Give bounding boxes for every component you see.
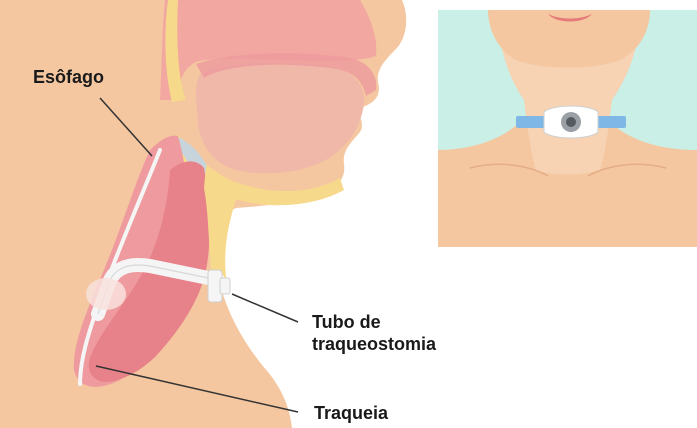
tubo-leader-line — [232, 294, 298, 322]
inset-tube-opening-inner — [566, 117, 576, 127]
esofago-label: Esôfago — [33, 66, 104, 88]
tracheostomy-tube-label-line2: traqueostomia — [312, 333, 436, 355]
tube-connector — [220, 278, 230, 294]
tracheostomy-tube-label: Tubo de traqueostomia — [312, 311, 436, 355]
front-view-inset — [438, 10, 697, 247]
tracheostomy-tube-label-line1: Tubo de — [312, 311, 436, 333]
tube-cuff — [86, 278, 126, 310]
traqueia-label: Traqueia — [314, 402, 388, 424]
